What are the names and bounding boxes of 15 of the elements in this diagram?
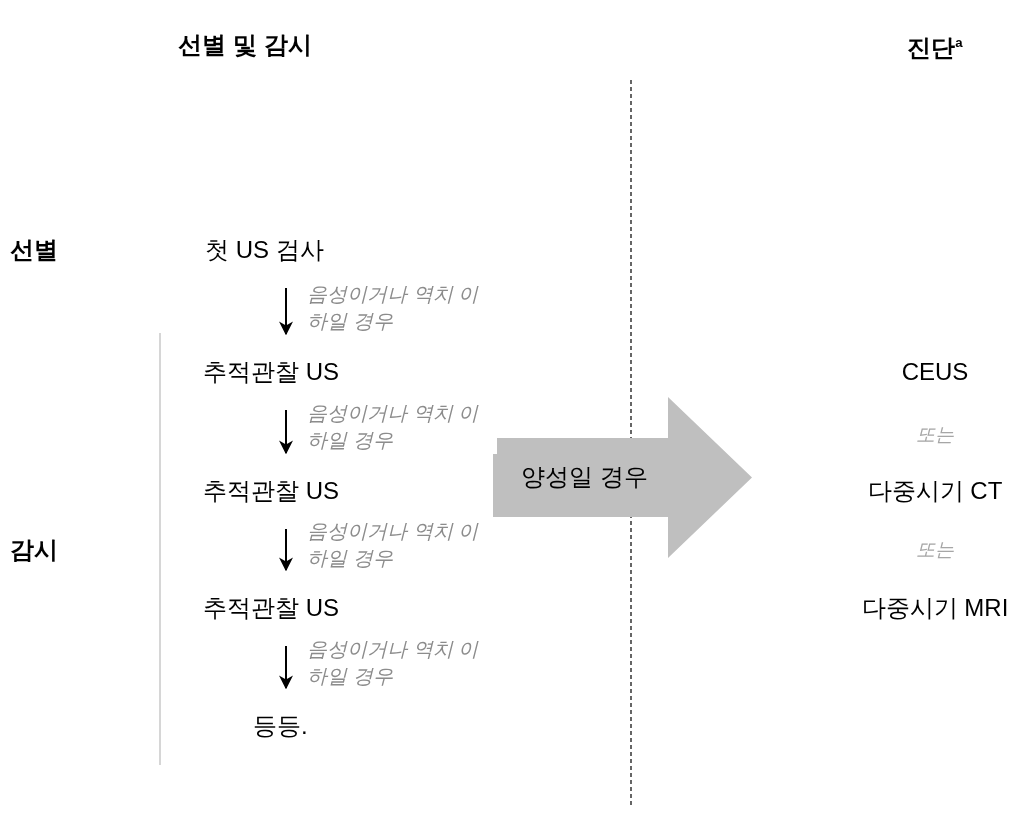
arrow <box>279 645 293 690</box>
column-heading: 선별 및 감시 <box>178 30 312 60</box>
option-text: CEUS <box>901 357 969 387</box>
connector-word: 또는 <box>916 538 954 562</box>
arrow <box>279 528 293 572</box>
option-text: 다중시기 MRI <box>861 593 1009 623</box>
column-heading: 진단$^{a}$ <box>907 32 963 63</box>
step-text: 등등. <box>251 688 310 764</box>
row-heading: 선별 <box>10 235 58 265</box>
arrow <box>279 287 293 336</box>
connector-word: 또는 <box>916 423 954 447</box>
arrow <box>279 409 293 455</box>
row-heading: 감시 <box>10 535 58 565</box>
option-text: 다중시기 CT <box>867 476 1003 506</box>
block-arrow: 양성일 경우 <box>493 397 752 558</box>
